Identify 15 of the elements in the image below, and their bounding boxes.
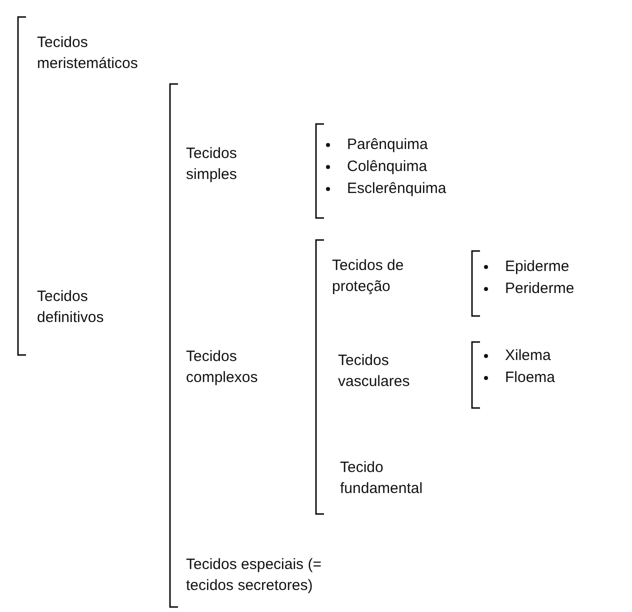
category-label: Tecidos definitivos [37, 287, 105, 328]
category-label: Tecidos meristemáticos [37, 33, 139, 74]
category-label: Tecido fundamental [340, 458, 424, 499]
list-item: Epiderme [505, 257, 570, 277]
category-label: Tecidos vasculares [338, 351, 411, 392]
list-item: Esclerênquima [347, 179, 448, 199]
list-item: Periderme [505, 279, 576, 299]
category-label: Tecidos simples [186, 144, 238, 185]
category-label: Tecidos complexos [186, 347, 259, 388]
list-item: Colênquima [347, 157, 428, 177]
category-label: Tecidos de proteção [332, 256, 405, 297]
list-item: Floema [505, 368, 556, 388]
list-item: Xilema [505, 346, 552, 366]
category-label: Tecidos especiais (= tecidos secretores) [186, 555, 322, 596]
list-item: Parênquima [347, 135, 429, 155]
